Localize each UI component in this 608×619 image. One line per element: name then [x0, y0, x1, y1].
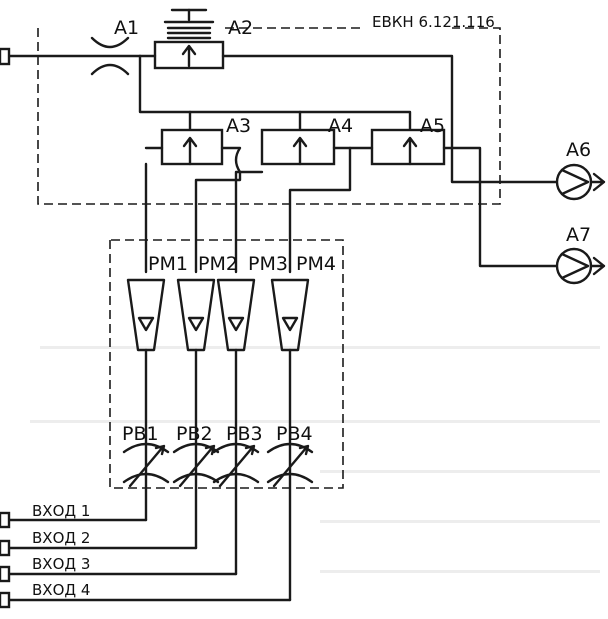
- label-pb2: РВ2: [176, 423, 213, 445]
- gauge-a7: [555, 247, 606, 285]
- header-line: [138, 54, 412, 132]
- lower-block-border: [109, 239, 344, 489]
- label-pm1: РМ1: [148, 253, 188, 275]
- distributor-a3: [160, 128, 224, 166]
- flow-regulator-pb2: [172, 442, 220, 488]
- flow-regulator-pb1: [122, 442, 170, 488]
- label-input-2: ВХОД 2: [32, 529, 90, 547]
- label-pb1: РВ1: [122, 423, 159, 445]
- label-input-1: ВХОД 1: [32, 502, 90, 520]
- gauge-a6: [555, 163, 606, 201]
- line-a5-pm4: [288, 146, 374, 274]
- label-input-3: ВХОД 3: [32, 555, 90, 573]
- rotameter-pm4: [270, 278, 310, 352]
- distributor-a5: [370, 128, 446, 166]
- supply-port: [0, 47, 11, 66]
- background-bleed-text: [30, 346, 600, 573]
- distributor-a4: [260, 128, 336, 166]
- rotameter-pm1: [126, 278, 166, 352]
- input-port-2: [0, 539, 11, 557]
- label-a4: А4: [328, 115, 353, 137]
- label-a2: А2: [228, 17, 253, 39]
- label-a6: А6: [566, 139, 591, 161]
- line-a3-pm2: [194, 146, 242, 274]
- label-a7: А7: [566, 224, 591, 246]
- rotameter-pm2: [176, 278, 216, 352]
- flow-regulator-pb4: [266, 442, 314, 488]
- block-title: ЕВКН 6.121.116: [372, 13, 495, 31]
- input-port-4: [0, 591, 11, 609]
- label-input-4: ВХОД 4: [32, 581, 90, 599]
- label-pm3: РМ3: [248, 253, 288, 275]
- label-pb3: РВ3: [226, 423, 263, 445]
- label-a1: А1: [114, 17, 139, 39]
- label-a5: А5: [420, 115, 445, 137]
- line-to-a7: [478, 180, 562, 268]
- upper-block-border: [37, 27, 501, 205]
- a2-outlet-line: [221, 54, 562, 184]
- line-to-a6: [442, 146, 482, 184]
- label-pm2: РМ2: [198, 253, 238, 275]
- input-port-3: [0, 565, 11, 583]
- rotameter-pm3: [216, 278, 256, 352]
- restrictor-a1: [90, 36, 130, 76]
- line-a4-pm3: [234, 170, 264, 274]
- label-a3: А3: [226, 115, 251, 137]
- label-pm4: РМ4: [296, 253, 336, 275]
- pressure-regulator-a2: [138, 8, 225, 70]
- input-port-1: [0, 511, 11, 529]
- flow-regulator-pb3: [212, 442, 260, 488]
- label-pb4: РВ4: [276, 423, 313, 445]
